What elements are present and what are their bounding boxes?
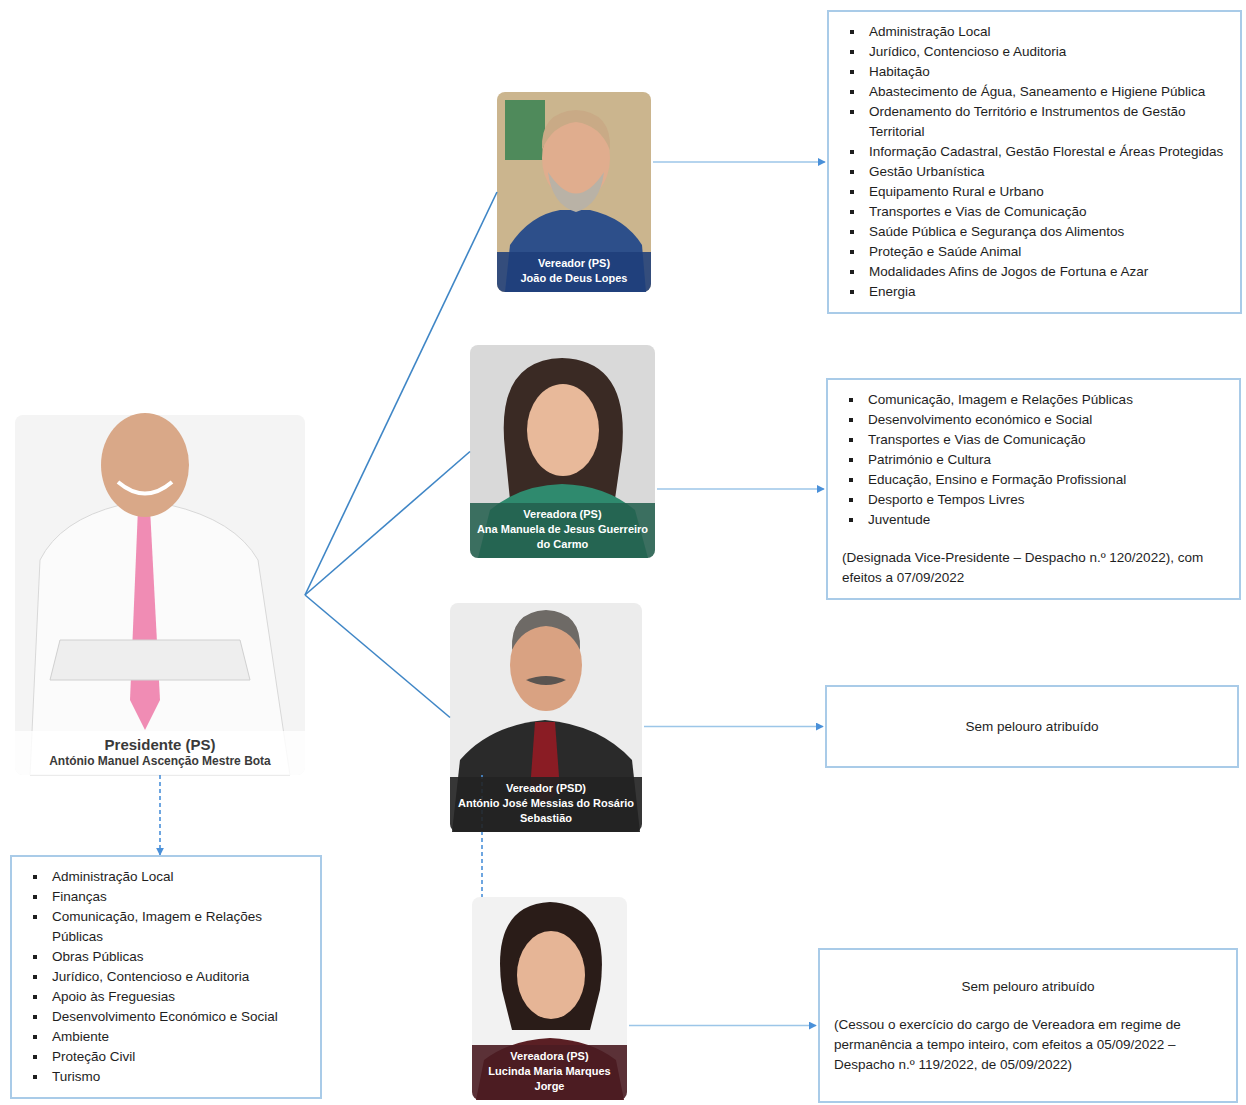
portfolio-item: Equipamento Rural e Urbano xyxy=(865,182,1226,202)
portfolio-item: Juventude xyxy=(864,510,1225,530)
portfolio-item: Comunicação, Imagem e Relações Públicas xyxy=(48,907,306,947)
portfolio-item: Jurídico, Contencioso e Auditoria xyxy=(48,967,306,987)
portfolio-item: Administração Local xyxy=(48,867,306,887)
portfolio-item: Transportes e Vias de Comunicação xyxy=(865,202,1226,222)
role-title: Vereadora (PS) xyxy=(476,1049,623,1064)
backdrop xyxy=(505,100,545,160)
caption-band: Presidente (PS)António Manuel Ascenção M… xyxy=(15,731,305,775)
portfolio-item: Finanças xyxy=(48,887,306,907)
connector xyxy=(644,726,823,728)
head xyxy=(527,384,599,476)
portfolio-item: Apoio às Freguesias xyxy=(48,987,306,1007)
person-name: António José Messias do Rosário Sebastiã… xyxy=(454,796,638,826)
portfolio-box: Administração LocalJurídico, Contencioso… xyxy=(827,10,1242,314)
portfolio-list: Comunicação, Imagem e Relações PúblicasD… xyxy=(842,390,1225,530)
councillor-photo xyxy=(497,92,651,292)
status-text: Sem pelouro atribuído xyxy=(841,717,1223,737)
portfolio-item: Turismo xyxy=(48,1067,306,1087)
portrait-card: Vereador (PSD)António José Messias do Ro… xyxy=(450,603,642,832)
connector xyxy=(305,595,450,718)
hair xyxy=(542,110,610,150)
person-name: Ana Manuela de Jesus Guerreiro do Carmo xyxy=(474,522,651,552)
caption-band: Vereadora (PS)Ana Manuela de Jesus Guerr… xyxy=(470,503,655,558)
tie xyxy=(130,508,160,730)
hair xyxy=(512,610,580,650)
portfolio-item: Obras Públicas xyxy=(48,947,306,967)
portfolio-item: Educação, Ensino e Formação Profissional xyxy=(864,470,1225,490)
caption-band: Vereadora (PS)Lucinda Maria Marques Jorg… xyxy=(472,1045,627,1100)
portfolio-box: Sem pelouro atribuído (Cessou o exercício… xyxy=(818,948,1238,1103)
portfolio-box: Comunicação, Imagem e Relações PúblicasD… xyxy=(826,378,1241,600)
beard xyxy=(548,172,604,212)
note-text: (Cessou o exercício do cargo de Vereador… xyxy=(834,1015,1222,1075)
role-title: Vereadora (PS) xyxy=(474,507,651,522)
president-photo xyxy=(15,413,305,775)
photo-ground xyxy=(450,603,642,832)
person-name: João de Deus Lopes xyxy=(501,271,647,286)
smile xyxy=(118,482,172,494)
portfolio-item: Ambiente xyxy=(48,1027,306,1047)
person-name: Lucinda Maria Marques Jorge xyxy=(476,1064,623,1094)
connector xyxy=(653,161,825,163)
portrait-card: Vereadora (PS)Lucinda Maria Marques Jorg… xyxy=(472,897,627,1100)
portfolio-item: Modalidades Afins de Jogos de Fortuna e … xyxy=(865,262,1226,282)
portfolio-list: Administração LocalFinançasComunicação, … xyxy=(26,867,306,1087)
portfolio-item: Abastecimento de Água, Saneamento e Higi… xyxy=(865,82,1226,102)
portfolio-item: Património e Cultura xyxy=(864,450,1225,470)
portfolio-item: Saúde Pública e Segurança dos Alimentos xyxy=(865,222,1226,242)
portfolio-item: Desenvolvimento económico e Social xyxy=(864,410,1225,430)
crossed-arms xyxy=(50,640,250,680)
connector xyxy=(305,452,470,596)
moustache xyxy=(526,676,566,685)
role-title: Presidente (PS) xyxy=(19,735,301,754)
portfolio-item: Gestão Urbanística xyxy=(865,162,1226,182)
portrait-card: Vereador (PS)João de Deus Lopes xyxy=(497,92,651,292)
councillor-photo xyxy=(470,345,655,558)
photo-ground xyxy=(470,345,655,558)
connector xyxy=(305,192,497,595)
portrait-card: Presidente (PS)António Manuel Ascenção M… xyxy=(15,415,305,775)
caption-band: Vereador (PSD)António José Messias do Ro… xyxy=(450,777,642,832)
note-text: (Designada Vice-Presidente – Despacho n.… xyxy=(842,548,1225,588)
status-text: Sem pelouro atribuído xyxy=(834,977,1222,997)
councillor-photo xyxy=(450,603,642,832)
connector xyxy=(657,488,824,490)
portfolio-item: Transportes e Vias de Comunicação xyxy=(864,430,1225,450)
photo-ground xyxy=(497,92,651,292)
portfolio-item: Informação Cadastral, Gestão Florestal e… xyxy=(865,142,1226,162)
portfolio-item: Energia xyxy=(865,282,1226,302)
portfolio-box: Sem pelouro atribuído xyxy=(825,685,1239,768)
portfolio-box: Administração LocalFinançasComunicação, … xyxy=(10,855,322,1099)
portfolio-item: Comunicação, Imagem e Relações Públicas xyxy=(864,390,1225,410)
portfolio-item: Habitação xyxy=(865,62,1226,82)
portfolio-item: Desenvolvimento Económico e Social xyxy=(48,1007,306,1027)
role-title: Vereador (PSD) xyxy=(454,781,638,796)
councillor-photo xyxy=(472,897,627,1100)
person-name: António Manuel Ascenção Mestre Bota xyxy=(19,754,301,769)
photo-ground xyxy=(472,897,627,1100)
portfolio-item: Jurídico, Contencioso e Auditoria xyxy=(865,42,1226,62)
connector xyxy=(629,1025,816,1027)
role-title: Vereador (PS) xyxy=(501,256,647,271)
portfolio-item: Proteção Civil xyxy=(48,1047,306,1067)
portfolio-list: Administração LocalJurídico, Contencioso… xyxy=(843,22,1226,302)
portfolio-item: Administração Local xyxy=(865,22,1226,42)
portfolio-item: Desporto e Tempos Livres xyxy=(864,490,1225,510)
portfolio-item: Ordenamento do Território e Instrumentos… xyxy=(865,102,1226,142)
portfolio-item: Proteção e Saúde Animal xyxy=(865,242,1226,262)
portrait-card: Vereadora (PS)Ana Manuela de Jesus Guerr… xyxy=(470,345,655,558)
caption-band: Vereador (PS)João de Deus Lopes xyxy=(497,252,651,292)
head xyxy=(517,931,585,1019)
head xyxy=(101,413,189,517)
connector xyxy=(159,775,161,855)
hair xyxy=(500,902,602,1030)
